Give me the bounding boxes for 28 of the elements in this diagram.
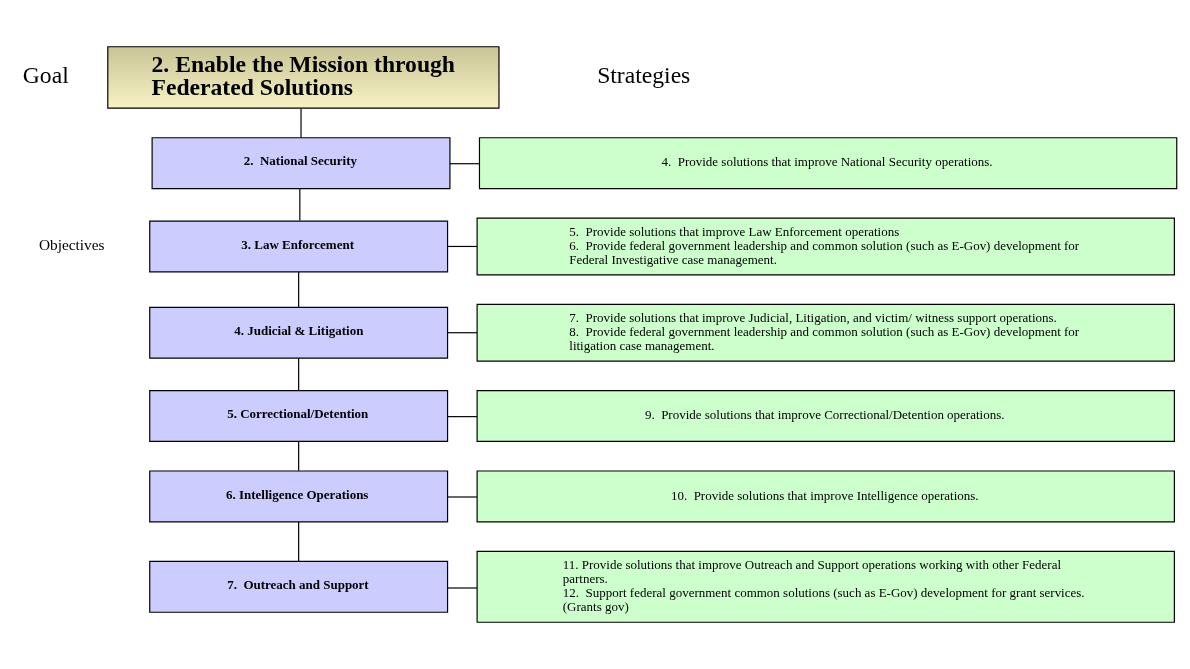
label: Objectives	[38, 236, 105, 254]
connector	[447, 245, 478, 248]
node-box: 6. Intelligence Operations	[149, 470, 449, 523]
connector	[298, 357, 300, 391]
connector	[447, 416, 478, 418]
node-box: 7. Outreach and Support	[149, 560, 449, 613]
node-box: 2. National Security	[151, 137, 451, 190]
connector	[449, 163, 480, 165]
node-box: 9. Provide solutions that improve Correctional/Detention operations.	[476, 390, 1175, 443]
label: Strategies	[597, 62, 691, 89]
connector	[298, 521, 300, 562]
connector	[299, 188, 301, 222]
label: Goal	[22, 62, 69, 89]
node-box: 4. Judicial & Litigation	[149, 306, 449, 359]
node-box: 4. Provide solutions that improve National Security operations.	[478, 137, 1178, 190]
connector	[300, 107, 302, 139]
node-box: 5. Provide solutions that improve Law Enforcement operations 6. Provide federal government leadership and common solution (such as E-Gov) development for Federal Investigative case management.	[476, 217, 1175, 276]
node-box: 2. Enable the Mission through Federated Solutions	[107, 46, 500, 109]
node-box: 3. Law Enforcement	[149, 220, 449, 273]
node-box: 11. Provide solutions that improve Outreach and Support operations working with other Federal partners. 12. Support federal government common solutions (such as E-Gov) development for grant services. (Grants gov)	[476, 550, 1175, 623]
connector	[298, 440, 300, 472]
node-box: 7. Provide solutions that improve Judicial, Litigation, and victim/ witness support operations. 8. Provide federal government leadership and common solution (such as E-Gov) development for litigation case management.	[476, 303, 1175, 362]
node-box: 5. Correctional/Detention	[149, 390, 449, 443]
connector	[447, 587, 478, 589]
connector	[447, 332, 478, 334]
connector	[298, 271, 300, 308]
connector	[447, 496, 478, 498]
node-box: 10. Provide solutions that improve Intelligence operations.	[476, 470, 1175, 523]
